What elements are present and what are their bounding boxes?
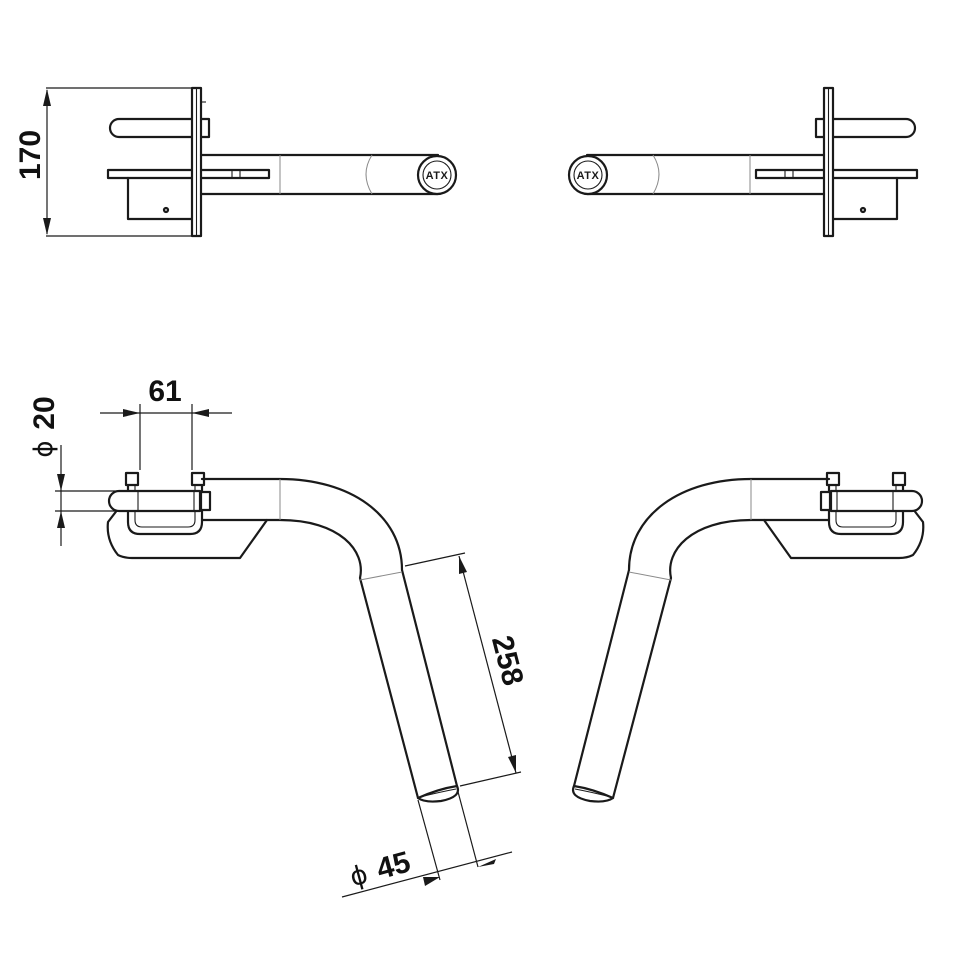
dim-20: 20 ϕ <box>28 396 118 546</box>
diameter-symbol-45: ϕ <box>347 860 371 893</box>
side-view-right <box>572 471 925 803</box>
side-view-left <box>106 471 459 803</box>
dim-pin-diameter-label: 20 <box>28 396 61 429</box>
dim-45: 45 ϕ <box>341 787 513 898</box>
dim-height-label: 170 <box>14 130 47 180</box>
top-view-right <box>567 86 919 238</box>
logo-text: ATX <box>426 170 449 182</box>
dim-spacing-label: 61 <box>148 375 181 408</box>
dim-258: 258 <box>404 552 529 787</box>
diameter-symbol-20: ϕ <box>29 440 59 457</box>
dim-61: 61 <box>100 375 232 470</box>
top-view-left: 170 ATX <box>14 86 458 238</box>
logo-text-right: ATX <box>577 170 600 182</box>
